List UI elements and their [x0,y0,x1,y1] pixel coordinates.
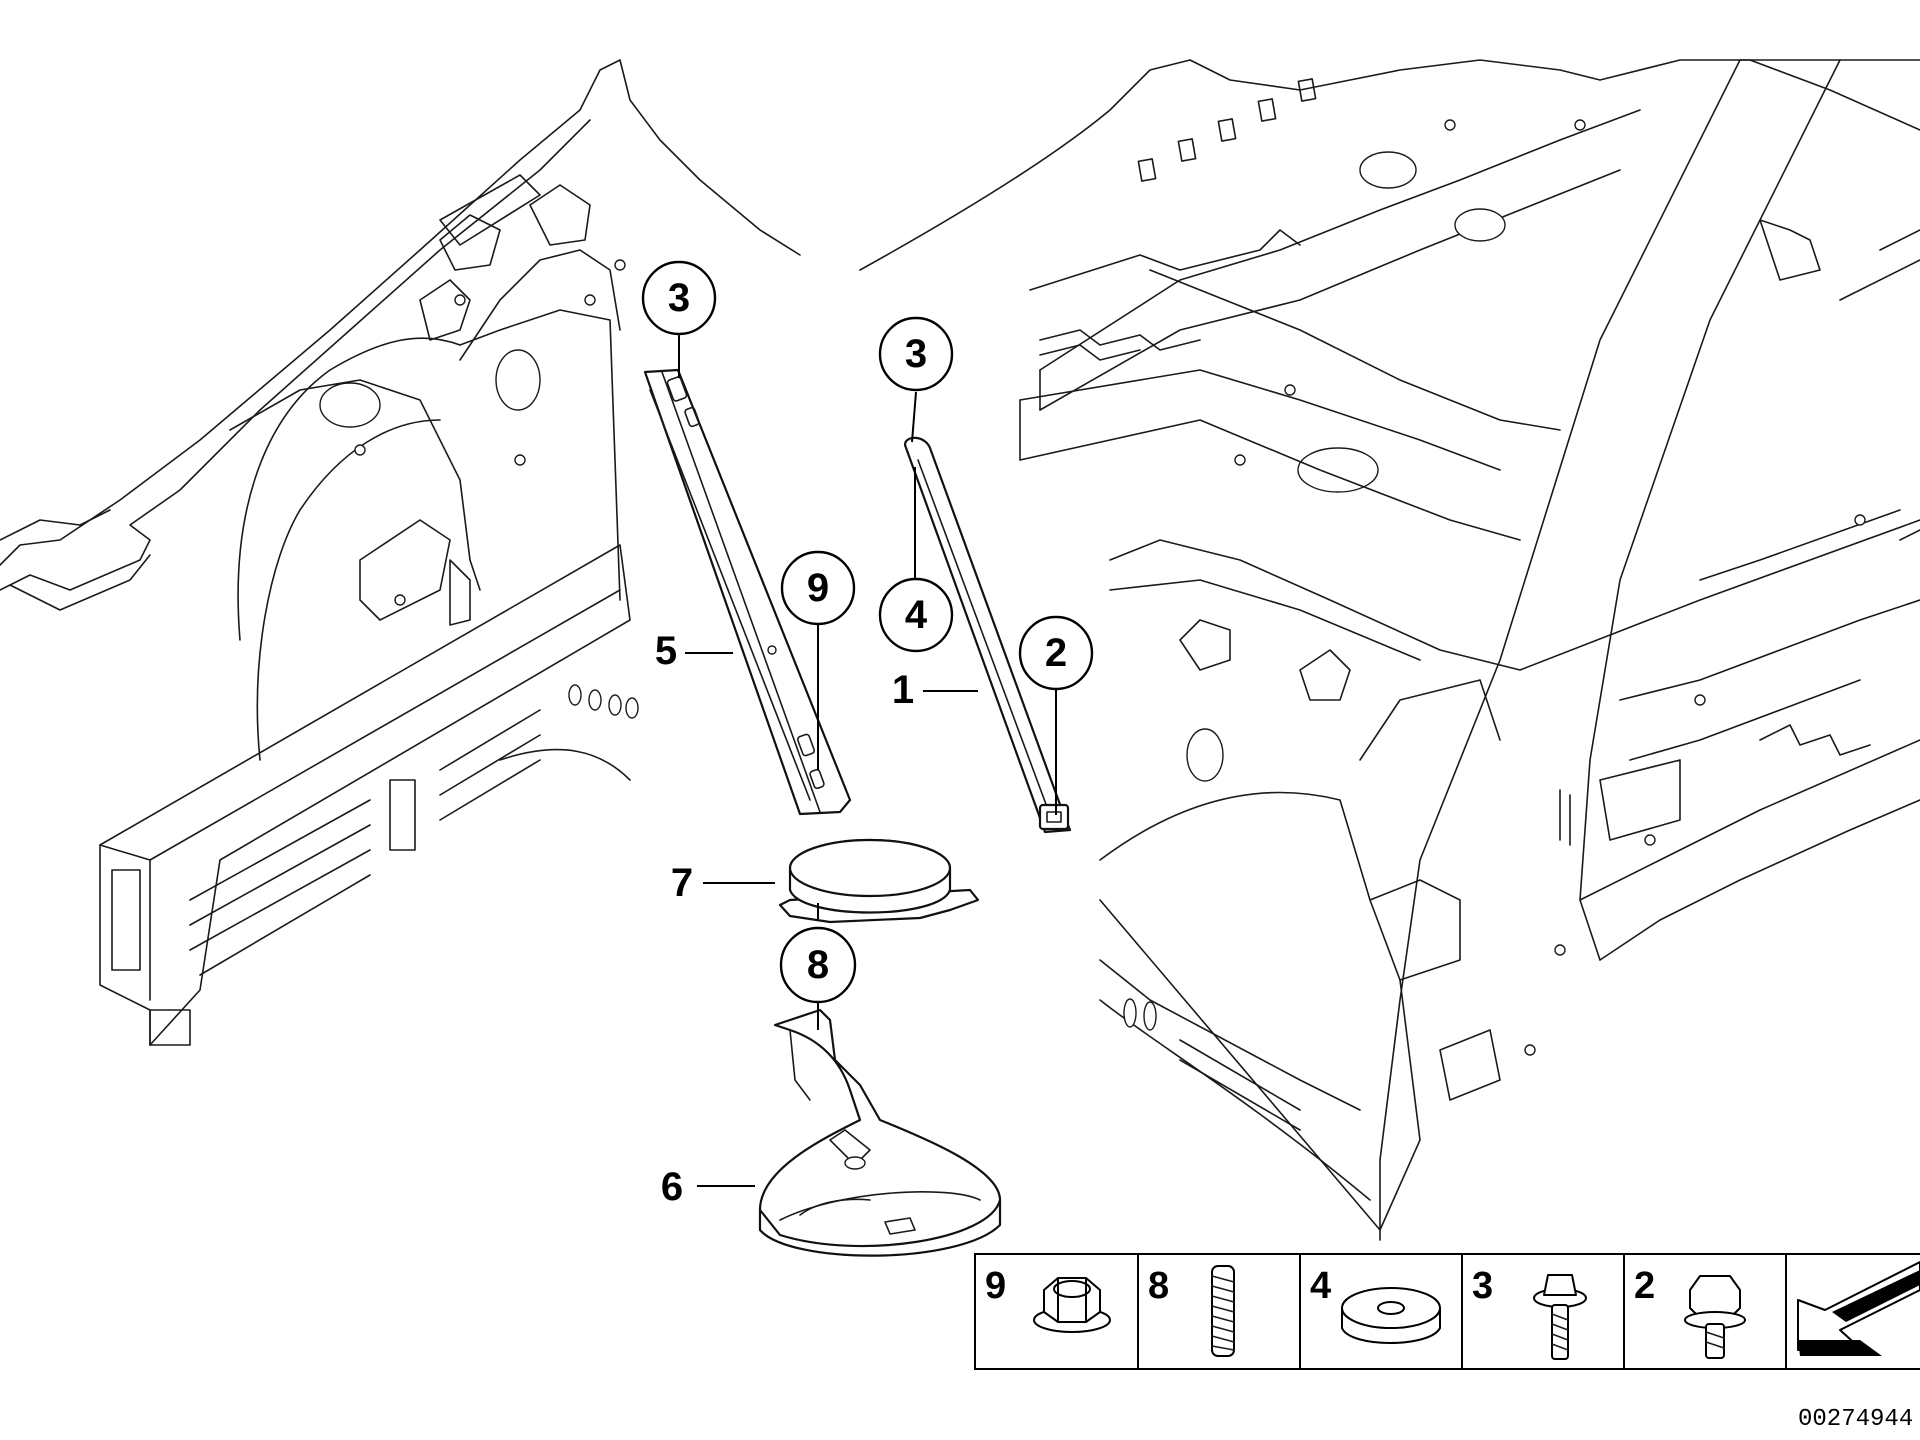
hex-bolt-icon [1684,1275,1746,1359]
stud-bolt-icon [1211,1265,1235,1357]
callout-3-top-right-text: 3 [905,332,927,376]
legend-number-9: 9 [985,1265,1006,1307]
part-label-1: 1 [892,668,914,712]
left-body-structure [0,59,801,1046]
legend-cell-8: 8 [1148,1265,1235,1357]
reference-number: 00274944 [1798,1406,1913,1433]
callout-2: 2 [1018,615,1094,691]
part-1-strut [903,436,1072,834]
direction-arrow-icon [1797,1261,1920,1356]
callout-9-text: 9 [807,566,829,610]
flange-nut-icon [1033,1277,1111,1333]
legend-number-3: 3 [1472,1265,1493,1307]
leader-lines [678,334,1057,1187]
right-body-structure [859,59,1920,1241]
legend-cell-3: 3 [1472,1265,1587,1360]
legend-cell-4: 4 [1310,1265,1441,1344]
callout-8-text: 8 [807,943,829,987]
callout-3-top-left-text: 3 [668,276,690,320]
part-5-strut [643,368,852,816]
washer-icon [1341,1287,1441,1344]
callout-4-text: 4 [905,593,928,637]
callout-2-text: 2 [1045,631,1067,675]
callout-3-top-right: 3 [878,316,954,392]
callout-4: 4 [878,577,954,653]
part-label-6: 6 [661,1165,683,1209]
legend-number-4: 4 [1310,1265,1331,1307]
callout-3-top-left: 3 [641,260,717,336]
legend-cell-9: 9 [985,1265,1111,1333]
part-label-5: 5 [655,629,677,673]
legend-number-2: 2 [1634,1265,1655,1307]
fastener-legend: 9 8 4 3 [974,1253,1920,1370]
legend-number-8: 8 [1148,1265,1169,1307]
part-label-7: 7 [671,861,693,905]
collar-screw-icon [1533,1274,1587,1360]
legend-cell-2: 2 [1634,1265,1746,1359]
part-6-bracket [758,1008,1002,1257]
part-7-cover [778,838,980,924]
callout-9: 9 [780,550,856,626]
callout-8: 8 [779,926,857,1004]
